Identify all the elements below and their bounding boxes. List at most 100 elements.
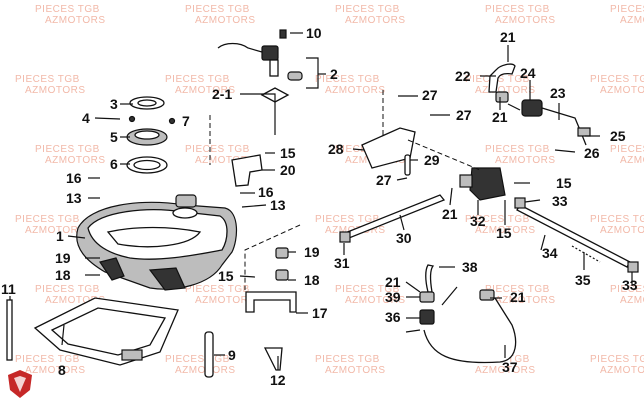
fuel-tank-drawing: [76, 194, 237, 291]
watermark-brand-text: PIECES TGB: [590, 354, 644, 365]
watermark-brand-text: PIECES TGB: [335, 4, 400, 15]
callout-39: 39: [385, 289, 401, 305]
watermark-site-text: AZMOTORS: [25, 365, 85, 376]
callout-21-rod: 21: [442, 206, 458, 222]
callout-21-hose-mid: 21: [492, 109, 508, 125]
callout-21-lower-left: 21: [385, 274, 401, 290]
callout-16-right: 16: [258, 184, 274, 200]
watermark-brand-text: PIECES TGB: [465, 214, 530, 225]
callout-15-top: 15: [280, 145, 296, 161]
watermark-brand-text: PIECES TGB: [335, 284, 400, 295]
callout-3: 3: [110, 96, 118, 112]
callout-22: 22: [455, 68, 471, 84]
callout-13-right: 13: [270, 197, 286, 213]
callout-7: 7: [182, 113, 190, 129]
watermark-site-text: AZMOTORS: [600, 85, 644, 96]
canister-drawing: [361, 127, 506, 201]
callout-5: 5: [110, 129, 118, 145]
callout-36: 36: [385, 309, 401, 325]
under-tray-drawing: [6, 297, 283, 378]
watermark-site-text: AZMOTORS: [620, 155, 644, 166]
callout-10: 10: [306, 25, 322, 41]
callout-20: 20: [280, 162, 296, 178]
watermark-brand-text: PIECES TGB: [315, 354, 380, 365]
lower-hose-drawing: [419, 264, 517, 364]
callout-27-top: 27: [422, 87, 438, 103]
watermark-brand-text: PIECES TGB: [485, 144, 550, 155]
watermark-brand-text: PIECES TGB: [165, 74, 230, 85]
callout-15-lower: 15: [496, 225, 512, 241]
callout-21-hose-top: 21: [500, 29, 516, 45]
watermark-brand-text: PIECES TGB: [590, 74, 644, 85]
watermark-site-text: AZMOTORS: [195, 15, 255, 26]
callout-34: 34: [542, 245, 558, 261]
watermark-site-text: AZMOTORS: [345, 15, 405, 26]
callout-23: 23: [550, 85, 566, 101]
callout-25: 25: [610, 128, 626, 144]
callout-26: 26: [584, 145, 600, 161]
callout-38: 38: [462, 259, 478, 275]
watermark-brand-text: PIECES TGB: [35, 284, 100, 295]
watermark-brand-text: PIECES TGB: [15, 74, 80, 85]
callout-27-mid: 27: [456, 107, 472, 123]
callout-27-low: 27: [376, 172, 392, 188]
callout-2: 2: [330, 66, 338, 82]
watermark-site-text: AZMOTORS: [495, 155, 555, 166]
callout-18-right: 18: [304, 272, 320, 288]
callout-28: 28: [328, 141, 344, 157]
hose-assembly-drawing: [488, 63, 591, 146]
watermark-site-text: AZMOTORS: [475, 225, 535, 236]
watermark-site-text: AZMOTORS: [25, 225, 85, 236]
callout-16-left: 16: [66, 170, 82, 186]
callout-labels: 1 2 2-1 3 4 5 6 7 8 9 10 11 12 13 13 15 …: [1, 25, 638, 388]
callout-33-right: 33: [622, 277, 638, 293]
watermark-site-text: AZMOTORS: [45, 295, 105, 306]
callout-8: 8: [58, 362, 66, 378]
watermark-site-text: AZMOTORS: [620, 15, 644, 26]
rods-drawing: [339, 194, 639, 273]
callout-12: 12: [270, 372, 286, 388]
watermark-site-text: AZMOTORS: [345, 295, 405, 306]
watermark-brand-text: PIECES TGB: [15, 214, 80, 225]
watermark-brand-text: PIECES TGB: [35, 144, 100, 155]
watermark-site-text: AZMOTORS: [475, 85, 535, 96]
callout-29: 29: [424, 152, 440, 168]
fuel-pump-flange-drawing: [126, 96, 176, 174]
watermark-site-text: AZMOTORS: [620, 295, 644, 306]
callout-17: 17: [312, 305, 328, 321]
watermark-brand-text: PIECES TGB: [185, 144, 250, 155]
watermark-brand-text: PIECES TGB: [165, 354, 230, 365]
callout-19-left: 19: [55, 250, 71, 266]
callout-31: 31: [334, 255, 350, 271]
brackets-drawing: [231, 154, 297, 313]
callout-4: 4: [82, 110, 90, 126]
watermark-brand-text: PIECES TGB: [35, 4, 100, 15]
watermark-brand-text: PIECES TGB: [610, 4, 644, 15]
watermark-site-text: AZMOTORS: [600, 225, 644, 236]
callout-1: 1: [56, 228, 64, 244]
watermark-brand-text: PIECES TGB: [610, 144, 644, 155]
watermark-brand-text: PIECES TGB: [185, 4, 250, 15]
callout-6: 6: [110, 156, 118, 172]
callout-19-right: 19: [304, 244, 320, 260]
azmotors-shield-logo: [8, 370, 32, 398]
callout-15-mid: 15: [218, 268, 234, 284]
watermark-site-text: AZMOTORS: [195, 155, 255, 166]
leader-lines: [9, 32, 633, 370]
callout-32: 32: [470, 213, 486, 229]
callout-11: 11: [1, 281, 16, 297]
watermark-site-text: AZMOTORS: [495, 295, 555, 306]
watermark-brand-text: PIECES TGB: [315, 214, 380, 225]
callout-13-left: 13: [66, 190, 82, 206]
watermark-brand-text: PIECES TGB: [315, 74, 380, 85]
callout-37: 37: [502, 359, 518, 375]
watermark-brand-text: PIECES TGB: [610, 284, 644, 295]
watermark-site-text: AZMOTORS: [175, 85, 235, 96]
watermark-site-text: AZMOTORS: [325, 85, 385, 96]
watermark-site-text: AZMOTORS: [195, 295, 255, 306]
callout-18-left: 18: [55, 267, 71, 283]
watermark-site-text: AZMOTORS: [45, 15, 105, 26]
callout-9: 9: [228, 347, 236, 363]
callout-30: 30: [396, 230, 412, 246]
